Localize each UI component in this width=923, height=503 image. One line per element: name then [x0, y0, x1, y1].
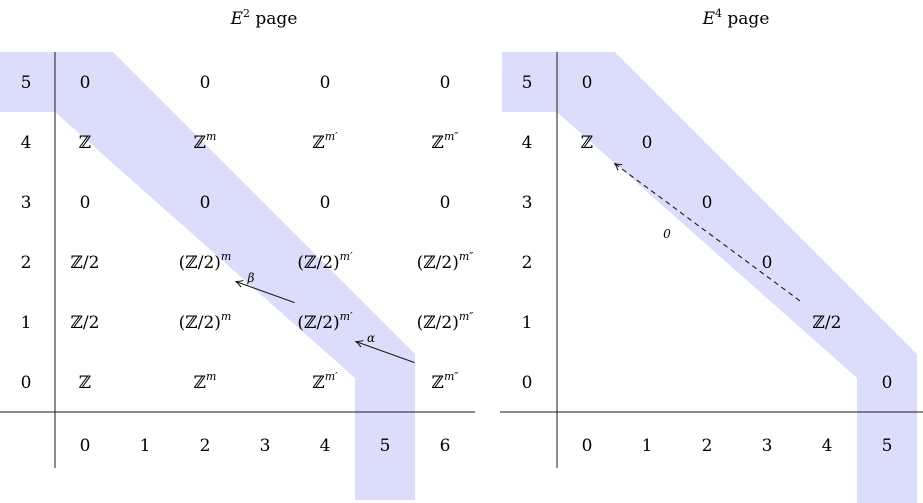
right-entry: 0 [642, 133, 653, 153]
left-row-label: 3 [21, 193, 32, 213]
e2-axes [0, 52, 475, 468]
left-entry: (ℤ/2)m″ [417, 310, 475, 333]
right-entry: ℤ [581, 133, 593, 153]
left-entry: (ℤ/2)m′ [297, 250, 353, 273]
left-entry: ℤm [194, 130, 217, 153]
e2-page-title: E2 page [230, 7, 298, 29]
right-entry: 0 [702, 193, 713, 213]
left-entry: ℤ/2 [71, 313, 100, 333]
left-entry: 0 [200, 193, 211, 213]
e4-row-labels: 0 1 2 3 4 5 [522, 73, 533, 393]
right-col-label: 1 [642, 436, 653, 456]
left-differential-arrow: β [235, 271, 295, 304]
left-col-label: 4 [320, 436, 331, 456]
left-entry: ℤm″ [432, 370, 460, 393]
right-col-label: 4 [822, 436, 833, 456]
left-entry: (ℤ/2)m [179, 250, 232, 273]
right-row-highlight [502, 52, 557, 112]
right-entry: ℤ/2 [813, 313, 842, 333]
right-row-label: 3 [522, 193, 533, 213]
e4-page-title: E4 page [702, 7, 770, 29]
right-col-label: 3 [762, 436, 773, 456]
e4-col-labels: 0 1 2 3 4 5 [582, 436, 893, 456]
left-entry: ℤ/2 [71, 253, 100, 273]
right-col-label: 5 [882, 436, 893, 456]
right-row-label: 1 [522, 313, 533, 333]
left-differential-arrow: α [355, 331, 415, 364]
left-entry: 0 [440, 193, 451, 213]
left-entry: 0 [200, 73, 211, 93]
left-entry: (ℤ/2)m [179, 310, 232, 333]
right-entry: 0 [882, 373, 893, 393]
e2-col-labels: 0 1 2 3 4 5 6 [80, 436, 451, 456]
right-arrow-label: 0 [663, 227, 671, 241]
left-col-label: 2 [200, 436, 211, 456]
left-row-highlight [0, 52, 55, 112]
e4-axes [500, 52, 923, 468]
left-col-label: 0 [80, 436, 91, 456]
left-row-label: 0 [21, 373, 32, 393]
left-entry: 0 [320, 193, 331, 213]
left-row-label: 5 [21, 73, 32, 93]
left-entry: 0 [320, 73, 331, 93]
left-arrow-label: β [247, 271, 255, 285]
right-differential-arrow: 0 [613, 162, 801, 302]
left-arrow-label: α [367, 331, 375, 345]
right-col-label: 0 [582, 436, 593, 456]
left-col-label: 3 [260, 436, 271, 456]
left-row-label: 1 [21, 313, 32, 333]
left-entry: ℤm′ [312, 370, 338, 393]
e4-highlight-bands [502, 52, 917, 503]
right-entry: 0 [582, 73, 593, 93]
left-col-label: 6 [440, 436, 451, 456]
right-row-label: 2 [522, 253, 533, 273]
left-col-label: 1 [140, 436, 151, 456]
left-col-label: 5 [380, 436, 391, 456]
right-row-label: 5 [522, 73, 533, 93]
left-entry: ℤm″ [432, 130, 460, 153]
left-row-label: 2 [21, 253, 32, 273]
e2-highlight-bands [0, 52, 415, 500]
left-entry: ℤm [194, 370, 217, 393]
left-entry: (ℤ/2)m′ [297, 310, 353, 333]
left-diagonal-band [55, 52, 415, 500]
right-row-label: 0 [522, 373, 533, 393]
e2-differentials: βα [235, 271, 415, 364]
left-entry: ℤm′ [312, 130, 338, 153]
right-col-label: 2 [702, 436, 713, 456]
left-entry: (ℤ/2)m″ [417, 250, 475, 273]
right-entry: 0 [762, 253, 773, 273]
left-entry: ℤ [79, 133, 91, 153]
right-row-label: 4 [522, 133, 533, 153]
left-entry: 0 [80, 73, 91, 93]
left-row-label: 4 [21, 133, 32, 153]
left-entry: ℤ [79, 373, 91, 393]
e2-row-labels: 0 1 2 3 4 5 [21, 73, 32, 393]
e4-differentials: 0 [613, 162, 801, 302]
right-diagonal-band [557, 52, 917, 503]
left-entry: 0 [80, 193, 91, 213]
left-entry: 0 [440, 73, 451, 93]
